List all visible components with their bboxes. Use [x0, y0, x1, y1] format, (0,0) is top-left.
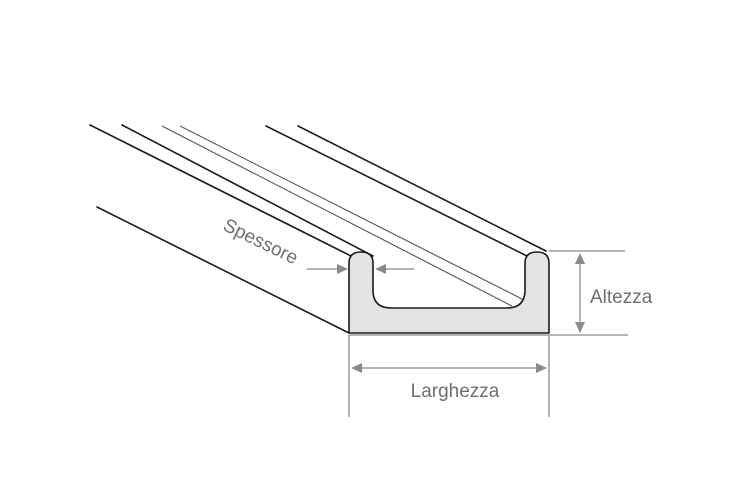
height-label: Altezza	[590, 287, 653, 308]
width-label: Larghezza	[411, 381, 500, 402]
bottom-edge	[96, 206, 350, 334]
u-channel-cross-section	[348, 251, 550, 334]
channel-floor-edge-2	[179, 125, 525, 301]
outer-left-inner-edge	[121, 124, 374, 257]
height-arrowhead-top	[575, 253, 585, 264]
right-flange-outer-edge	[297, 125, 547, 252]
height-dimension: Altezza	[349, 250, 653, 336]
thickness-label: Spessore	[220, 215, 301, 269]
right-flange-inner-edge	[265, 125, 528, 257]
thickness-arrowhead-right	[375, 264, 386, 274]
height-arrowhead-bottom	[575, 322, 585, 333]
profile-extrusion-edges	[89, 124, 547, 334]
thickness-dimension: Spessore	[220, 215, 414, 274]
outer-left-top-edge	[89, 124, 352, 257]
width-dimension: Larghezza	[348, 335, 550, 417]
width-arrowhead-right	[536, 363, 547, 373]
thickness-arrowhead-left	[337, 264, 348, 274]
channel-floor-edge-1	[161, 125, 513, 307]
width-arrowhead-left	[351, 363, 362, 373]
